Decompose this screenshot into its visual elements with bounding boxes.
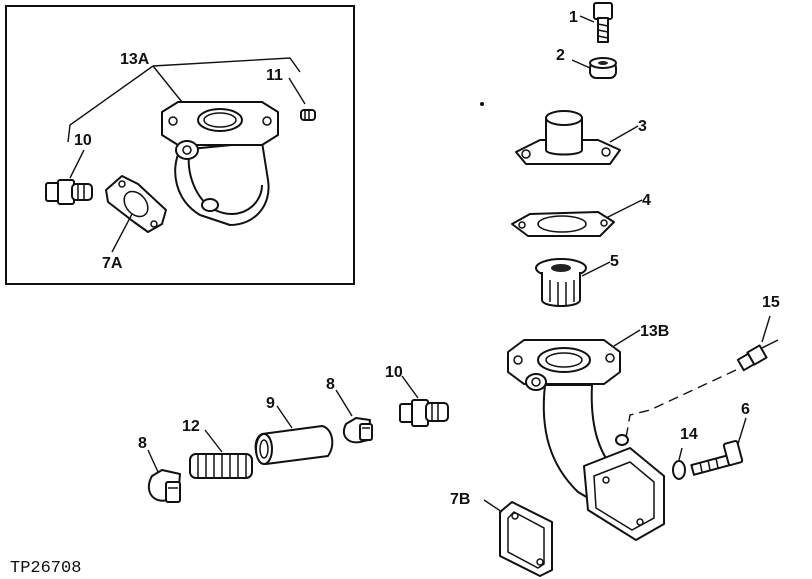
label-7a: 7A bbox=[102, 255, 123, 272]
label-15: 15 bbox=[762, 294, 780, 311]
label-3: 3 bbox=[638, 118, 647, 135]
label-8-left: 8 bbox=[138, 435, 147, 452]
dot-mark bbox=[480, 102, 484, 106]
fitting-10-main bbox=[399, 375, 449, 427]
gasket-7b bbox=[483, 499, 553, 577]
label-12: 12 bbox=[182, 418, 200, 435]
spacer-2 bbox=[571, 57, 617, 79]
sensor-15 bbox=[736, 315, 779, 372]
label-9: 9 bbox=[266, 395, 275, 412]
washer-14 bbox=[672, 447, 686, 480]
label-10-main: 10 bbox=[385, 364, 403, 381]
figure-id: TP26708 bbox=[10, 559, 81, 578]
spring-12 bbox=[189, 429, 253, 479]
label-2: 2 bbox=[556, 47, 565, 64]
label-11: 11 bbox=[266, 67, 283, 84]
label-14: 14 bbox=[680, 426, 698, 443]
thermostat-cover-3 bbox=[515, 110, 639, 165]
label-10-inset: 10 bbox=[74, 132, 92, 149]
plug-11 bbox=[288, 77, 316, 121]
label-6: 6 bbox=[741, 401, 750, 418]
bolt-1 bbox=[579, 2, 613, 43]
bolt-6 bbox=[690, 417, 747, 476]
thermostat-housing-13a bbox=[161, 101, 279, 226]
label-13b: 13B bbox=[640, 323, 669, 340]
sensor-dashed-line bbox=[625, 369, 737, 439]
fitting-10-inset bbox=[45, 149, 93, 205]
clamp-8-right bbox=[335, 389, 373, 444]
gasket-4 bbox=[511, 199, 643, 237]
label-4: 4 bbox=[642, 192, 651, 209]
label-7b: 7B bbox=[450, 491, 470, 508]
label-5: 5 bbox=[610, 253, 619, 270]
hose-9 bbox=[254, 405, 334, 465]
clamp-8-left bbox=[147, 449, 181, 503]
thermostat-5 bbox=[535, 258, 611, 307]
label-1: 1 bbox=[569, 9, 578, 26]
thermostat-housing-13b bbox=[507, 329, 665, 541]
label-13a: 13A bbox=[120, 51, 150, 68]
inset-panel: 13A 11 bbox=[5, 5, 355, 285]
label-8-right: 8 bbox=[326, 376, 335, 393]
gasket-7a bbox=[105, 175, 167, 253]
